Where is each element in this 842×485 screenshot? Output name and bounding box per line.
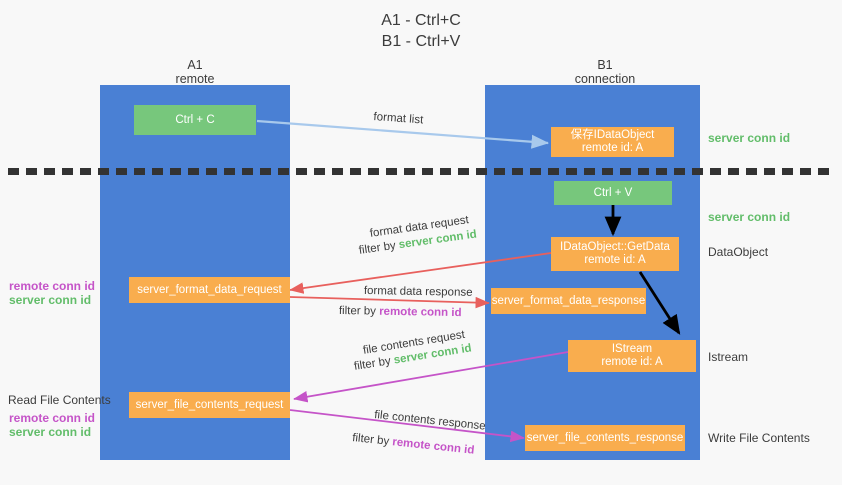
- format-data-filter-prefix: filter by: [358, 239, 400, 257]
- arrow-label-file-contents-response: file contents response: [373, 408, 487, 433]
- box-server-format-data-response[interactable]: server_format_data_response: [491, 288, 646, 314]
- column-header-b1: B1 connection: [515, 58, 695, 86]
- right-label-server-conn-id-mid: server conn id: [708, 210, 791, 224]
- left-label-remote-conn-id-1: remote conn id: [9, 279, 96, 293]
- format-data-response-filter-value: remote conn id: [379, 305, 462, 320]
- title-line-1: A1 - Ctrl+C: [381, 12, 461, 29]
- phase-separator: [8, 168, 834, 175]
- column-header-a1: A1 remote: [105, 58, 285, 86]
- arrow-label-format-data-response: format data response: [363, 284, 473, 299]
- box-server-file-contents-request-label: server_file_contents_request: [135, 398, 284, 411]
- title-line-2: B1 - Ctrl+V: [381, 33, 461, 50]
- box-ctrl-v[interactable]: Ctrl + V: [554, 181, 672, 205]
- left-label-remote-conn-id-2: remote conn id: [9, 411, 96, 425]
- box-server-file-contents-response[interactable]: server_file_contents_response: [525, 425, 685, 451]
- box-server-format-data-request-label: server_format_data_request: [137, 283, 282, 296]
- box-ctrl-c-label: Ctrl + C: [175, 113, 215, 126]
- format-data-response-filter-prefix: filter by: [338, 304, 380, 318]
- left-label-server-conn-id-1: server conn id: [9, 293, 92, 307]
- box-idataobject-getdata[interactable]: IDataObject::GetData remote id: A: [551, 237, 679, 271]
- right-label-dataobject: DataObject: [708, 245, 769, 259]
- right-label-server-conn-id-top: server conn id: [708, 131, 791, 145]
- box-istream-line1: IStream: [611, 343, 653, 355]
- right-label-write-file-contents: Write File Contents: [708, 431, 810, 445]
- arrow-label-format-data-response-filter: filter by remote conn id: [339, 304, 462, 321]
- box-server-format-data-request[interactable]: server_format_data_request: [129, 277, 290, 303]
- box-save-idataobject-line1: 保存IDataObject: [570, 129, 655, 141]
- column-a1-name: A1: [187, 58, 203, 72]
- file-contents-filter-prefix: filter by: [353, 354, 395, 373]
- arrow-label-file-contents-response-filter: filter by remote conn id: [351, 431, 475, 459]
- box-istream[interactable]: IStream remote id: A: [568, 340, 696, 372]
- right-label-istream: Istream: [708, 350, 749, 364]
- left-label-server-conn-id-2: server conn id: [9, 425, 92, 439]
- box-save-idataobject-line2: remote id: A: [581, 142, 644, 154]
- box-server-file-contents-response-label: server_file_contents_response: [526, 431, 684, 444]
- box-server-file-contents-request[interactable]: server_file_contents_request: [129, 392, 290, 418]
- box-idataobject-getdata-line2: remote id: A: [584, 254, 646, 266]
- file-contents-response-filter-value: remote conn id: [391, 436, 475, 457]
- column-b1-sub: connection: [574, 72, 636, 86]
- box-ctrl-v-label: Ctrl + V: [593, 186, 633, 199]
- box-ctrl-c[interactable]: Ctrl + C: [134, 105, 256, 135]
- column-b1-name: B1: [597, 58, 613, 72]
- box-istream-line2: remote id: A: [601, 356, 663, 368]
- box-server-format-data-response-label: server_format_data_response: [491, 294, 646, 307]
- arrow-label-format-list: format list: [373, 110, 424, 127]
- column-a1-sub: remote: [175, 72, 215, 86]
- page-title: A1 - Ctrl+C B1 - Ctrl+V: [0, 10, 842, 52]
- box-idataobject-getdata-line1: IDataObject::GetData: [560, 241, 670, 253]
- left-label-read-file-contents: Read File Contents: [8, 393, 111, 407]
- file-contents-response-filter-prefix: filter by: [351, 431, 393, 449]
- box-save-idataobject[interactable]: 保存IDataObject remote id: A: [551, 127, 674, 157]
